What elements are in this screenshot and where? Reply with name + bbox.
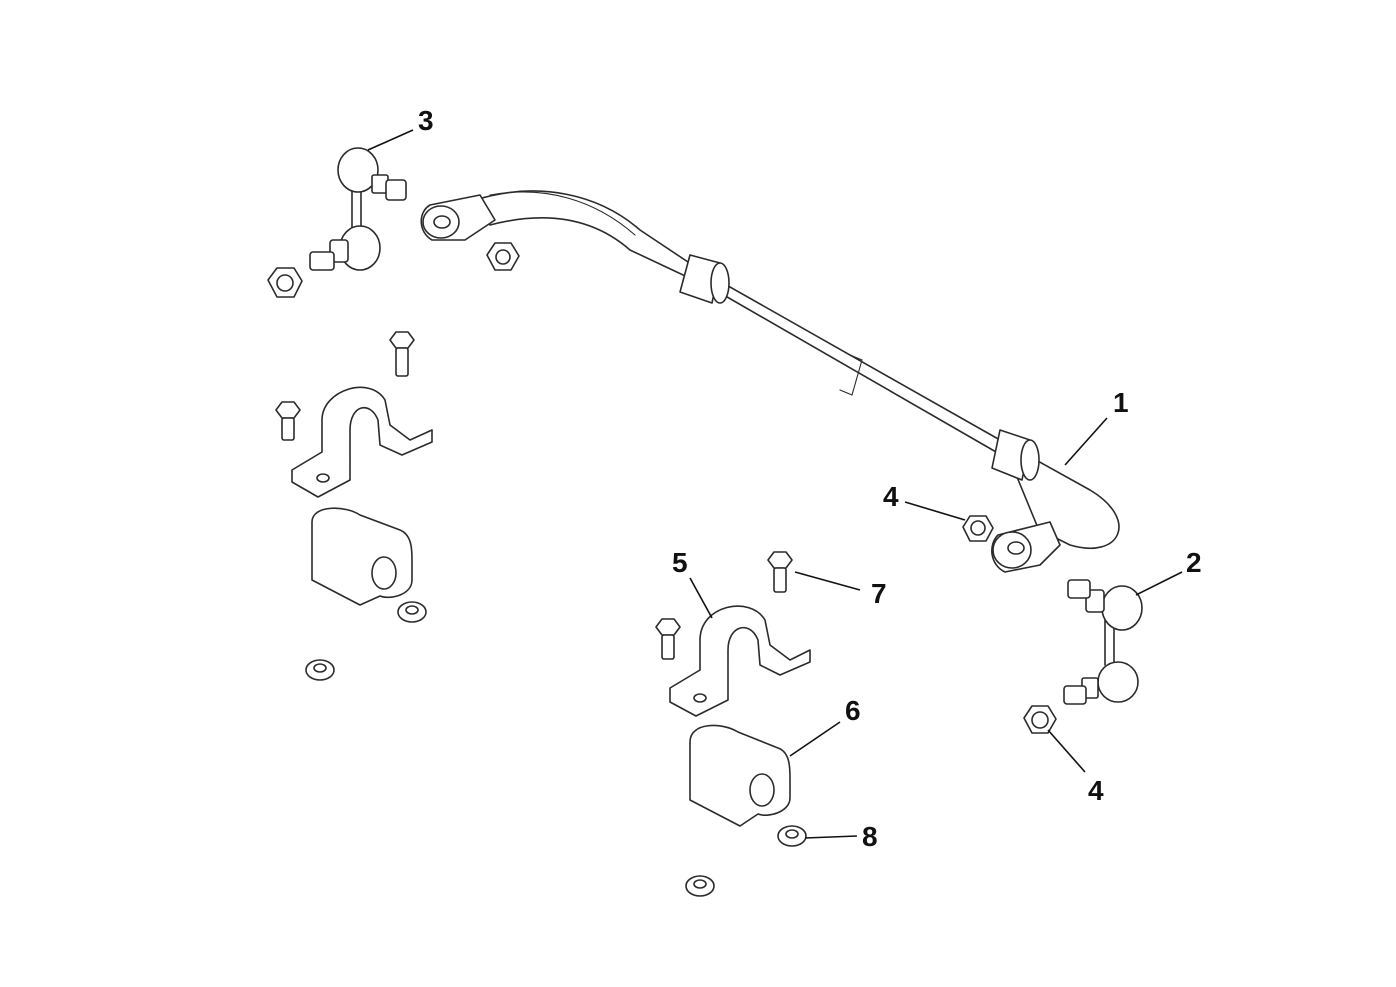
bolt-left-side xyxy=(275,401,301,441)
bar-nut-upper xyxy=(486,242,520,271)
leader-4a xyxy=(904,501,966,521)
stabilizer-bar xyxy=(420,190,1120,573)
nut-right-upper xyxy=(777,825,807,847)
callout-6: 6 xyxy=(845,695,861,726)
callout-5: 5 xyxy=(672,547,688,578)
nut-left-upper xyxy=(397,601,427,623)
leader-1 xyxy=(1064,417,1108,466)
link-nut-right xyxy=(1023,705,1057,734)
bushing-right xyxy=(689,724,791,827)
leader-3 xyxy=(367,129,414,151)
bracket-right xyxy=(669,605,811,717)
link-nut-left xyxy=(267,267,303,298)
bracket-left xyxy=(291,386,433,498)
bushing-left xyxy=(311,507,413,606)
bolt-right-top xyxy=(767,551,793,593)
leader-7 xyxy=(794,571,861,591)
leader-4b xyxy=(1047,729,1086,773)
bolt-left-top xyxy=(389,331,415,377)
callout-4-lower: 4 xyxy=(1088,775,1104,806)
leader-5 xyxy=(689,577,713,619)
callout-1: 1 xyxy=(1113,387,1129,418)
stabilizer-link-left xyxy=(309,147,407,271)
callout-7: 7 xyxy=(871,578,887,609)
leader-8 xyxy=(804,835,858,839)
stabilizer-link-right xyxy=(1063,579,1143,705)
callout-2: 2 xyxy=(1186,547,1202,578)
callout-8: 8 xyxy=(862,821,878,852)
nut-right-lower xyxy=(685,875,715,897)
bar-nut-right xyxy=(962,515,994,542)
callout-4-upper: 4 xyxy=(883,481,899,512)
bolt-right-side xyxy=(655,618,681,660)
nut-left-lower xyxy=(305,659,335,681)
leader-6 xyxy=(789,721,841,757)
callout-3: 3 xyxy=(418,105,434,136)
leader-2 xyxy=(1135,571,1183,596)
